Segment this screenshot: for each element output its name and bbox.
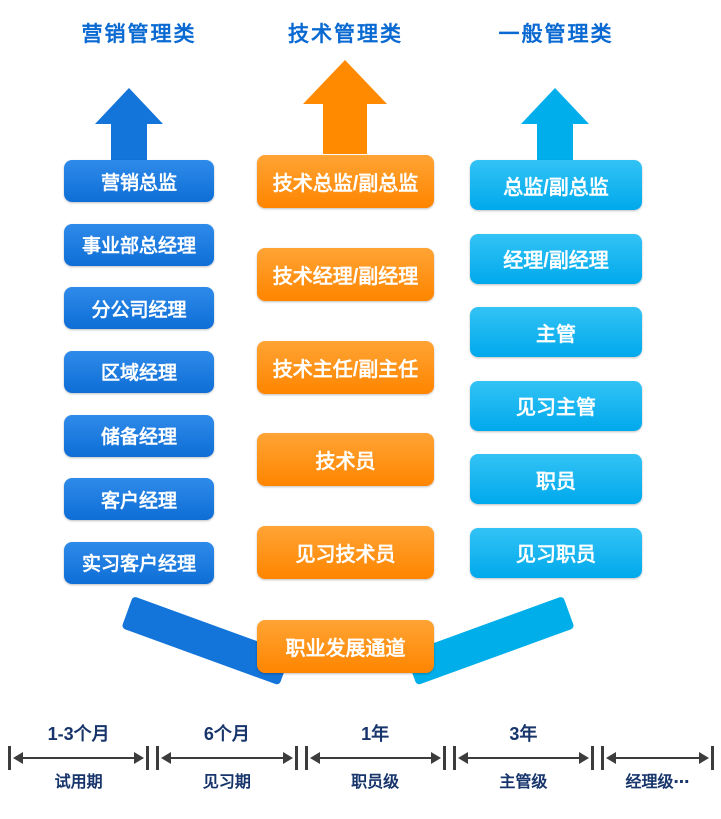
- timeline-duration: 3年: [509, 724, 538, 744]
- column-marketing: 营销总监 事业部总经理 分公司经理 区域经理 储备经理 客户经理 实习客户经理: [64, 160, 214, 584]
- marketing-level-box: 储备经理: [64, 414, 214, 457]
- timeline-segment-staff: 1年 职员级: [304, 722, 446, 796]
- timeline-span-arrow-icon: [601, 746, 714, 770]
- marketing-level-box: 实习客户经理: [64, 541, 214, 584]
- arrow-stem: [537, 124, 573, 160]
- arrow-head: [303, 60, 387, 104]
- timeline-level: 试用期: [54, 774, 103, 791]
- timeline-level: 主管级: [499, 774, 548, 791]
- arrow-stem: [111, 124, 147, 160]
- timeline-span-arrow-icon: [8, 746, 150, 770]
- timeline: 1-3个月 试用期 6个月 见习期 1年 职员级 3年 主管级: [8, 722, 714, 796]
- timeline-segment-trial: 1-3个月 试用期: [8, 722, 150, 796]
- timeline-duration: [601, 722, 714, 746]
- timeline-span-arrow-icon: [156, 746, 298, 770]
- timeline-duration: 1-3个月: [47, 724, 110, 744]
- timeline-duration: 6个月: [203, 724, 250, 744]
- general-level-box: 见习主管: [470, 380, 642, 431]
- column-header-marketing: 营销管理类: [81, 23, 197, 46]
- marketing-level-box: 营销总监: [64, 160, 214, 202]
- technical-level-box: 技术员: [257, 433, 434, 487]
- timeline-segment-manager: 经理级⋯: [601, 722, 714, 796]
- up-arrow-general-icon: [521, 88, 589, 160]
- timeline-span-arrow-icon: [452, 746, 594, 770]
- technical-level-box: 技术主任/副主任: [257, 340, 434, 394]
- timeline-duration: 1年: [361, 724, 390, 744]
- timeline-span-arrow-icon: [304, 746, 446, 770]
- timeline-segment-probation: 6个月 见习期: [156, 722, 298, 796]
- timeline-level: 经理级⋯: [625, 774, 690, 791]
- general-level-box: 总监/副总监: [470, 160, 642, 210]
- general-level-box: 职员: [470, 454, 642, 505]
- timeline-level: 见习期: [202, 774, 251, 791]
- timeline-segment-supervisor: 3年 主管级: [452, 722, 594, 796]
- column-technical: 技术总监/副总监 技术经理/副经理 技术主任/副主任 技术员 见习技术员: [257, 155, 434, 579]
- marketing-level-box: 分公司经理: [64, 287, 214, 330]
- marketing-level-box: 区域经理: [64, 350, 214, 393]
- timeline-level: 职员级: [351, 774, 400, 791]
- general-level-box: 主管: [470, 307, 642, 358]
- arrow-head: [95, 88, 163, 124]
- technical-level-box: 见习技术员: [257, 526, 434, 579]
- column-general: 总监/副总监 经理/副经理 主管 见习主管 职员 见习职员: [470, 160, 642, 578]
- arrow-stem: [323, 104, 367, 154]
- arrow-head: [521, 88, 589, 124]
- technical-level-box: 技术经理/副经理: [257, 247, 434, 301]
- up-arrow-technical-icon: [303, 60, 387, 154]
- marketing-level-box: 客户经理: [64, 478, 214, 521]
- column-header-technical: 技术管理类: [288, 23, 403, 46]
- general-level-box: 经理/副经理: [470, 233, 642, 284]
- career-channel-box: 职业发展通道: [257, 620, 434, 673]
- marketing-level-box: 事业部总经理: [64, 223, 214, 266]
- column-header-general: 一般管理类: [498, 23, 614, 46]
- technical-level-box: 技术总监/副总监: [257, 155, 434, 208]
- up-arrow-marketing-icon: [95, 88, 163, 160]
- general-level-box: 见习职员: [470, 527, 642, 578]
